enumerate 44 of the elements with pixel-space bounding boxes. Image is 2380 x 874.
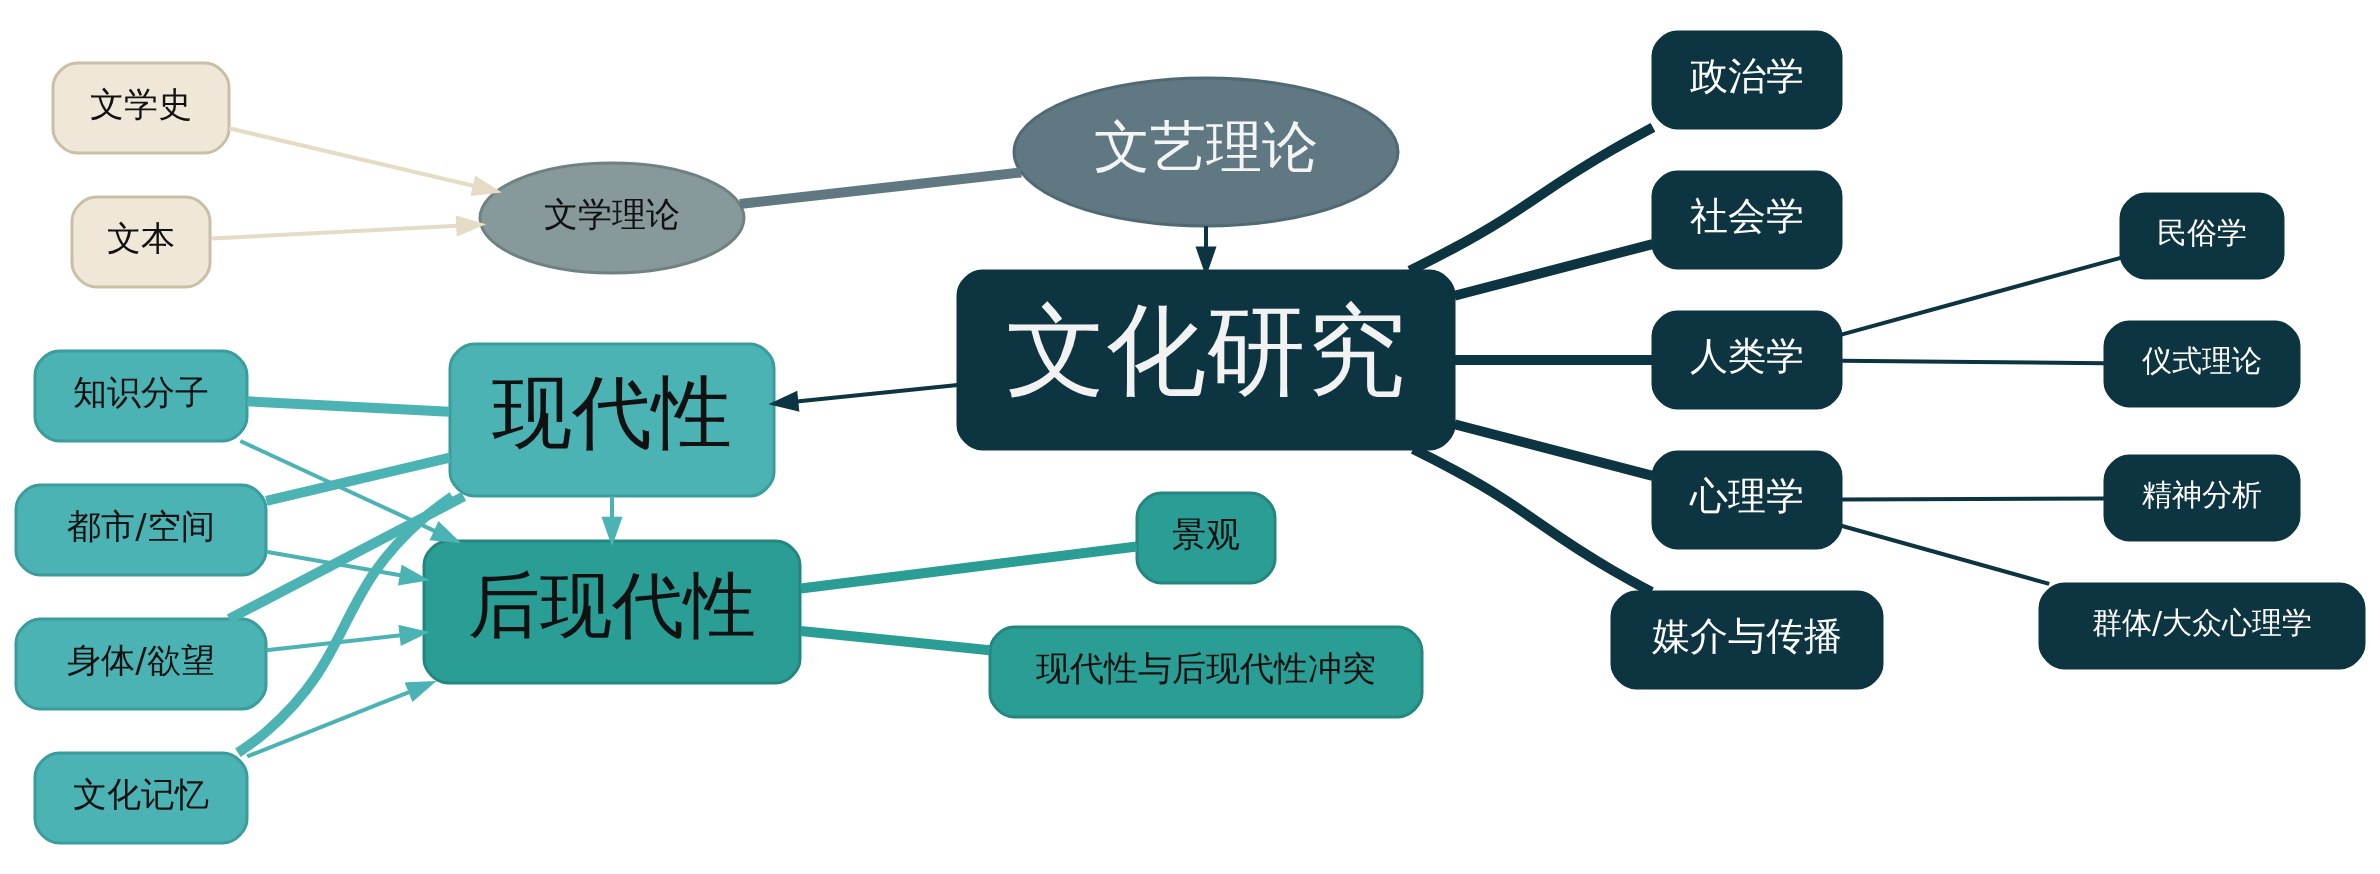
arrow — [266, 624, 430, 652]
node-box: 人类学 — [1651, 310, 1843, 409]
node-ellipse: 文学理论 — [478, 161, 746, 274]
node-box: 社会学 — [1651, 170, 1843, 269]
node-box: 现代性 — [448, 342, 776, 497]
connector — [226, 491, 467, 623]
node-box: 现代性与后现代性冲突 — [988, 625, 1424, 718]
node-box: 媒介与传播 — [1610, 590, 1884, 689]
node-box: 文化记忆 — [33, 751, 249, 844]
node-box: 身体/欲望 — [14, 617, 268, 710]
connector — [1453, 238, 1654, 301]
node-box: 知识分子 — [33, 349, 249, 442]
node-box: 精神分析 — [2103, 454, 2301, 541]
arrow — [210, 214, 487, 240]
arrow — [601, 495, 623, 547]
node-box: 群体/大众心理学 — [2038, 582, 2366, 669]
connector — [800, 625, 991, 655]
node-box: 文本 — [70, 195, 212, 288]
connector — [265, 452, 451, 506]
connector — [1454, 354, 1653, 365]
node-box: 仪式理论 — [2103, 320, 2301, 407]
arrow — [228, 125, 502, 196]
connector — [1840, 523, 2050, 586]
node-box: 都市/空间 — [14, 483, 268, 576]
connector — [1840, 255, 2122, 337]
connector — [800, 540, 1138, 594]
arrow — [265, 549, 430, 585]
node-box: 文化研究 — [956, 269, 1456, 450]
connector — [739, 166, 1022, 209]
node-box: 民俗学 — [2119, 192, 2285, 279]
connector — [1841, 358, 2105, 365]
node-box: 文学史 — [51, 61, 231, 154]
node-box: 心理学 — [1651, 450, 1843, 549]
connector — [246, 395, 450, 417]
connector — [1841, 495, 2105, 502]
node-box: 后现代性 — [422, 539, 802, 684]
arrow — [768, 382, 958, 412]
connector — [1453, 418, 1654, 481]
connector — [235, 491, 456, 757]
node-ellipse: 文艺理论 — [1012, 76, 1400, 227]
arrow — [239, 438, 462, 543]
arrow — [246, 680, 437, 758]
node-box: 景观 — [1135, 491, 1277, 584]
node-box: 政治学 — [1651, 30, 1843, 129]
